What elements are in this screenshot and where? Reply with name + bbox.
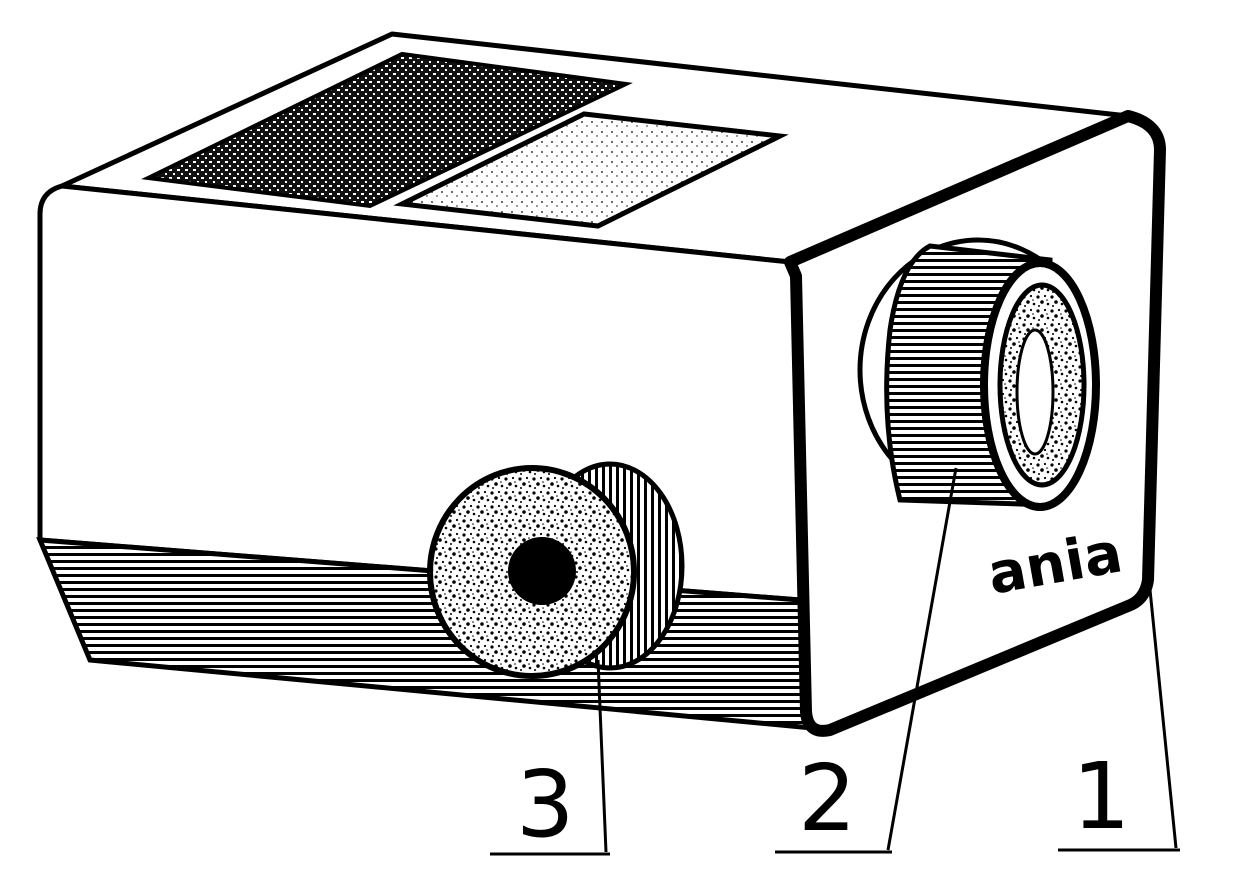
callout-label-2: 2 — [798, 745, 857, 852]
callout-label-1: 1 — [1072, 743, 1131, 850]
slide-change-knob — [427, 461, 685, 679]
slide-magazine-slot — [141, 51, 633, 209]
leader-line-1 — [1143, 539, 1178, 849]
callout-label-3: 3 — [516, 751, 575, 858]
lens-assembly — [857, 237, 1100, 511]
knob-center — [508, 537, 576, 605]
projector-top-surface — [59, 31, 1131, 265]
leader-line-2 — [886, 467, 958, 851]
callout-leaders — [490, 467, 1180, 856]
projector-front-face — [36, 183, 815, 731]
viewer-window — [393, 111, 789, 229]
leader-line-3 — [596, 659, 608, 853]
